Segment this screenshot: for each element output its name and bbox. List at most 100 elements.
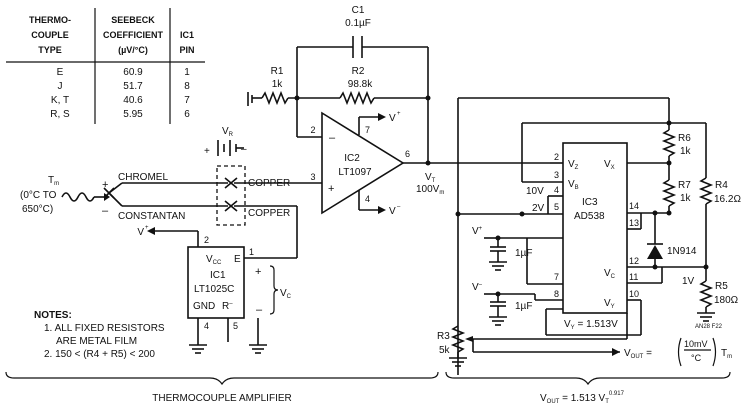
ic1-pin5: 5	[233, 321, 238, 331]
notes: NOTES: 1. ALL FIXED RESISTORS ARE METAL …	[34, 310, 165, 360]
figure-code: AN28 F22	[695, 324, 723, 330]
tm-range-1: (0°C TO	[20, 190, 57, 201]
vout-formula-den: °C	[691, 353, 702, 363]
ic2-part: LT1097	[338, 167, 372, 178]
ic2-minus-sign: –	[329, 132, 336, 144]
r5-label: R5	[715, 281, 728, 292]
ic1-pin2: 2	[204, 235, 209, 245]
table-header-type-1: THERMO-	[29, 15, 71, 25]
table-header-seebeck-3: (µV/°C)	[118, 45, 148, 55]
table-cell: 6	[184, 109, 190, 120]
ic1-vplus-label: V	[137, 227, 144, 238]
table-header-pin-2: PIN	[179, 45, 194, 55]
table-header-seebeck-1: SEEBECK	[111, 15, 155, 25]
vt-value: 100Vm	[416, 184, 444, 196]
table-header-pin-1: IC1	[180, 30, 194, 40]
tc-minus-sign: –	[102, 205, 109, 217]
table-cell: 40.6	[123, 95, 143, 106]
ic2-label: IC2	[344, 153, 360, 164]
ic3-pin11: 11	[629, 272, 638, 282]
ic2-pin7: 7	[365, 125, 370, 135]
ic1-vplus-sign: +	[145, 225, 149, 231]
vout-formula-num: 10mV	[684, 339, 708, 349]
ic1-e: E	[234, 254, 241, 265]
r6-label: R6	[678, 133, 691, 144]
constantan-label: CONSTANTAN	[118, 211, 185, 222]
vout-formula-tm: Tm	[721, 348, 732, 360]
table-cell: 51.7	[123, 81, 143, 92]
chromel-label: CHROMEL	[118, 172, 168, 183]
note-1a: 1. ALL FIXED RESISTORS	[44, 323, 165, 334]
ic2-opamp: 2 3 – + IC2 LT1097 V + 7 V – 4 6 VT 100V…	[310, 111, 550, 217]
diode-label: 1N914	[667, 246, 697, 257]
r1-value: 1k	[272, 79, 284, 90]
v-minus-supply: V–	[472, 282, 483, 293]
tm-label: Tm	[48, 175, 59, 187]
ic1-pin1: 1	[249, 247, 254, 257]
note-1b: ARE METAL FILM	[56, 336, 137, 347]
r2-label: R2	[352, 66, 365, 77]
caption-vout-equation: VOUT = 1.513 VT0.917	[540, 391, 625, 405]
feedback-network: C1 0.1µF R1 1k R2 98.8k	[247, 5, 431, 163]
ic3-part: AD538	[574, 211, 605, 222]
ic3-vb: VB	[568, 179, 579, 191]
tm-range-2: 650°C)	[22, 204, 53, 215]
table-header-type-2: COUPLE	[31, 30, 69, 40]
table-cell: J	[58, 81, 63, 92]
v2-label: 2V	[532, 203, 545, 214]
ic3-vc: VC	[604, 268, 616, 280]
copper2-label: COPPER	[248, 208, 290, 219]
ic3-pin8: 8	[554, 289, 559, 299]
r7-label: R7	[678, 180, 691, 191]
table-cell: 8	[184, 81, 190, 92]
table-header-seebeck-2: COEFFICIENT	[103, 30, 164, 40]
r3-value: 5k	[439, 345, 451, 356]
ic2-pin2: 2	[310, 125, 315, 135]
table-cell: 60.9	[123, 67, 143, 78]
r1-label: R1	[271, 66, 284, 77]
ic2-vminus-sign: –	[397, 204, 401, 210]
ic2-pin6: 6	[405, 149, 410, 159]
ic1-pin4: 4	[204, 321, 209, 331]
v-plus-supply: V+	[472, 226, 483, 237]
thermocouple-table: THERMO- COUPLE TYPE SEEBECK COEFFICIENT …	[6, 8, 205, 124]
table-cell: R, S	[50, 109, 70, 120]
cap-right-value: 1µF	[515, 301, 532, 312]
ic3-pin3: 3	[554, 170, 559, 180]
vc-label: VC	[280, 288, 292, 300]
vc-plus: +	[255, 266, 261, 278]
ic2-vminus-label: V	[389, 206, 396, 217]
caption-thermocouple-amplifier: THERMOCOUPLE AMPLIFIER	[152, 393, 291, 404]
vout-formula-lhs: VOUT =	[624, 348, 652, 360]
table-cell: 1	[184, 67, 190, 78]
table-cell: K, T	[51, 95, 69, 106]
r2-value: 98.8k	[348, 79, 373, 90]
note-2: 2. 150 < (R4 + R5) < 200	[44, 349, 155, 360]
r5-value: 180Ω	[714, 295, 739, 306]
ic1-r: R–	[222, 301, 233, 312]
tc-plus-sign: +	[102, 179, 108, 191]
ic3-pin5: 5	[554, 202, 559, 212]
ic2-pin3: 3	[310, 172, 315, 182]
ic1-gnd: GND	[193, 301, 215, 312]
ic2-vplus-label: V	[389, 113, 396, 124]
ic3-vz: VZ	[568, 159, 579, 171]
table-header-type-3: TYPE	[38, 45, 62, 55]
section-captions: THERMOCOUPLE AMPLIFIER VOUT = 1.513 VT0.…	[5, 371, 731, 405]
vr-label: VR	[222, 126, 234, 138]
table-cell: 5.95	[123, 109, 143, 120]
ic3-pin13: 13	[629, 218, 639, 228]
ic3-pin12: 12	[629, 256, 639, 266]
r4-label: R4	[715, 180, 728, 191]
vt-label: VT	[425, 172, 436, 184]
table-cell: 7	[184, 95, 190, 106]
c1-label: C1	[352, 5, 365, 16]
ic3-vx: VX	[604, 159, 615, 171]
c1-value: 0.1µF	[345, 18, 371, 29]
ic1-lt1025c: VCC E IC1 LT1025C GND R– V + 2 1 4 5 + –…	[137, 225, 297, 354]
ic2-plus-sign: +	[328, 183, 334, 195]
v10-label: 10V	[526, 186, 544, 197]
ic3-vy: VY	[604, 298, 615, 310]
r4-value: 16.2Ω	[714, 194, 741, 205]
cap-left-value: 1µF	[515, 248, 532, 259]
